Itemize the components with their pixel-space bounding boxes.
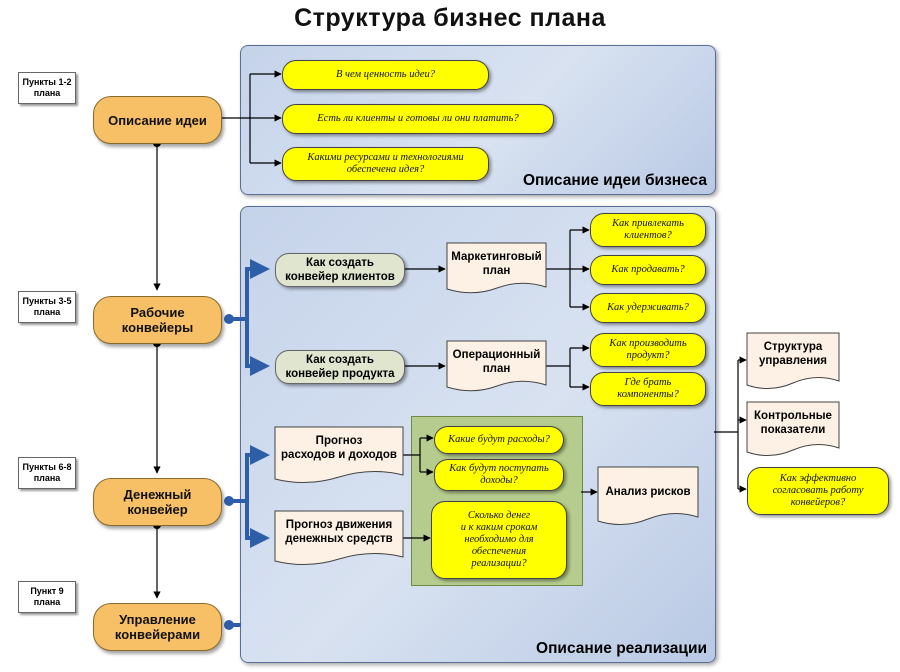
diagram-title: Структура бизнес плана (294, 4, 606, 32)
doc-risk-analysis: Анализ рисков (597, 466, 699, 525)
step-work-conveyors: Рабочие конвейеры (93, 296, 222, 344)
question-coordinate-conveyors: Как эффективно согласовать работу конвей… (747, 467, 889, 515)
doc-income-forecast: Прогноз расходов и доходов (274, 426, 404, 484)
question-how-sell: Как продавать? (590, 255, 706, 285)
step-conveyor-management: Управление конвейерами (93, 603, 222, 651)
doc-cashflow-forecast: Прогноз движения денежных средств (274, 510, 404, 566)
question-components: Где брать компоненты? (590, 372, 706, 406)
doc-income-forecast-label: Прогноз расходов и доходов (281, 435, 397, 461)
question-clients-pay: Есть ли клиенты и готовы ли они платить? (282, 104, 554, 134)
label-item-9: Пункт 9 плана (18, 581, 76, 613)
panel-idea-title: Описание идеи бизнеса (522, 172, 707, 189)
doc-cashflow-forecast-label: Прогноз движения денежных средств (285, 519, 393, 545)
box-product-conveyor: Как создать конвейер продукта (275, 350, 405, 384)
question-expenses: Какие будут расходы? (434, 426, 564, 454)
step-idea-description: Описание идеи (93, 96, 222, 144)
question-produce-product: Как производить продукт? (590, 333, 706, 367)
doc-operations-plan-label: Операционный план (452, 349, 541, 375)
doc-management-structure-label: Структура управления (759, 341, 827, 367)
question-income: Как будут поступать доходы? (434, 459, 564, 491)
question-attract-clients: Как привлекать клиентов? (590, 213, 706, 247)
label-items-1-2: Пункты 1-2 плана (18, 72, 76, 104)
box-client-conveyor: Как создать конвейер клиентов (275, 253, 405, 287)
question-funding: Сколько денег и к каким срокам необходим… (431, 501, 567, 579)
doc-control-indicators: Контрольные показатели (746, 401, 840, 456)
label-items-6-8: Пункты 6-8 плана (18, 457, 76, 489)
doc-control-indicators-label: Контрольные показатели (754, 410, 832, 436)
doc-marketing-plan-label: Маркетинговый план (451, 251, 542, 277)
panel-implementation-title: Описание реализации (536, 640, 707, 657)
doc-operations-plan: Операционный план (446, 340, 547, 392)
doc-management-structure: Структура управления (746, 332, 840, 389)
question-resources: Какими ресурсами и технологиями обеспече… (282, 147, 489, 181)
step-money-conveyor: Денежный конвейер (93, 478, 222, 526)
doc-marketing-plan: Маркетинговый план (446, 242, 547, 294)
question-how-retain: Как удерживать? (590, 293, 706, 323)
label-items-3-5: Пункты 3-5 плана (18, 291, 76, 323)
doc-risk-analysis-label: Анализ рисков (605, 486, 691, 498)
question-idea-value: В чем ценность идеи? (282, 60, 489, 90)
